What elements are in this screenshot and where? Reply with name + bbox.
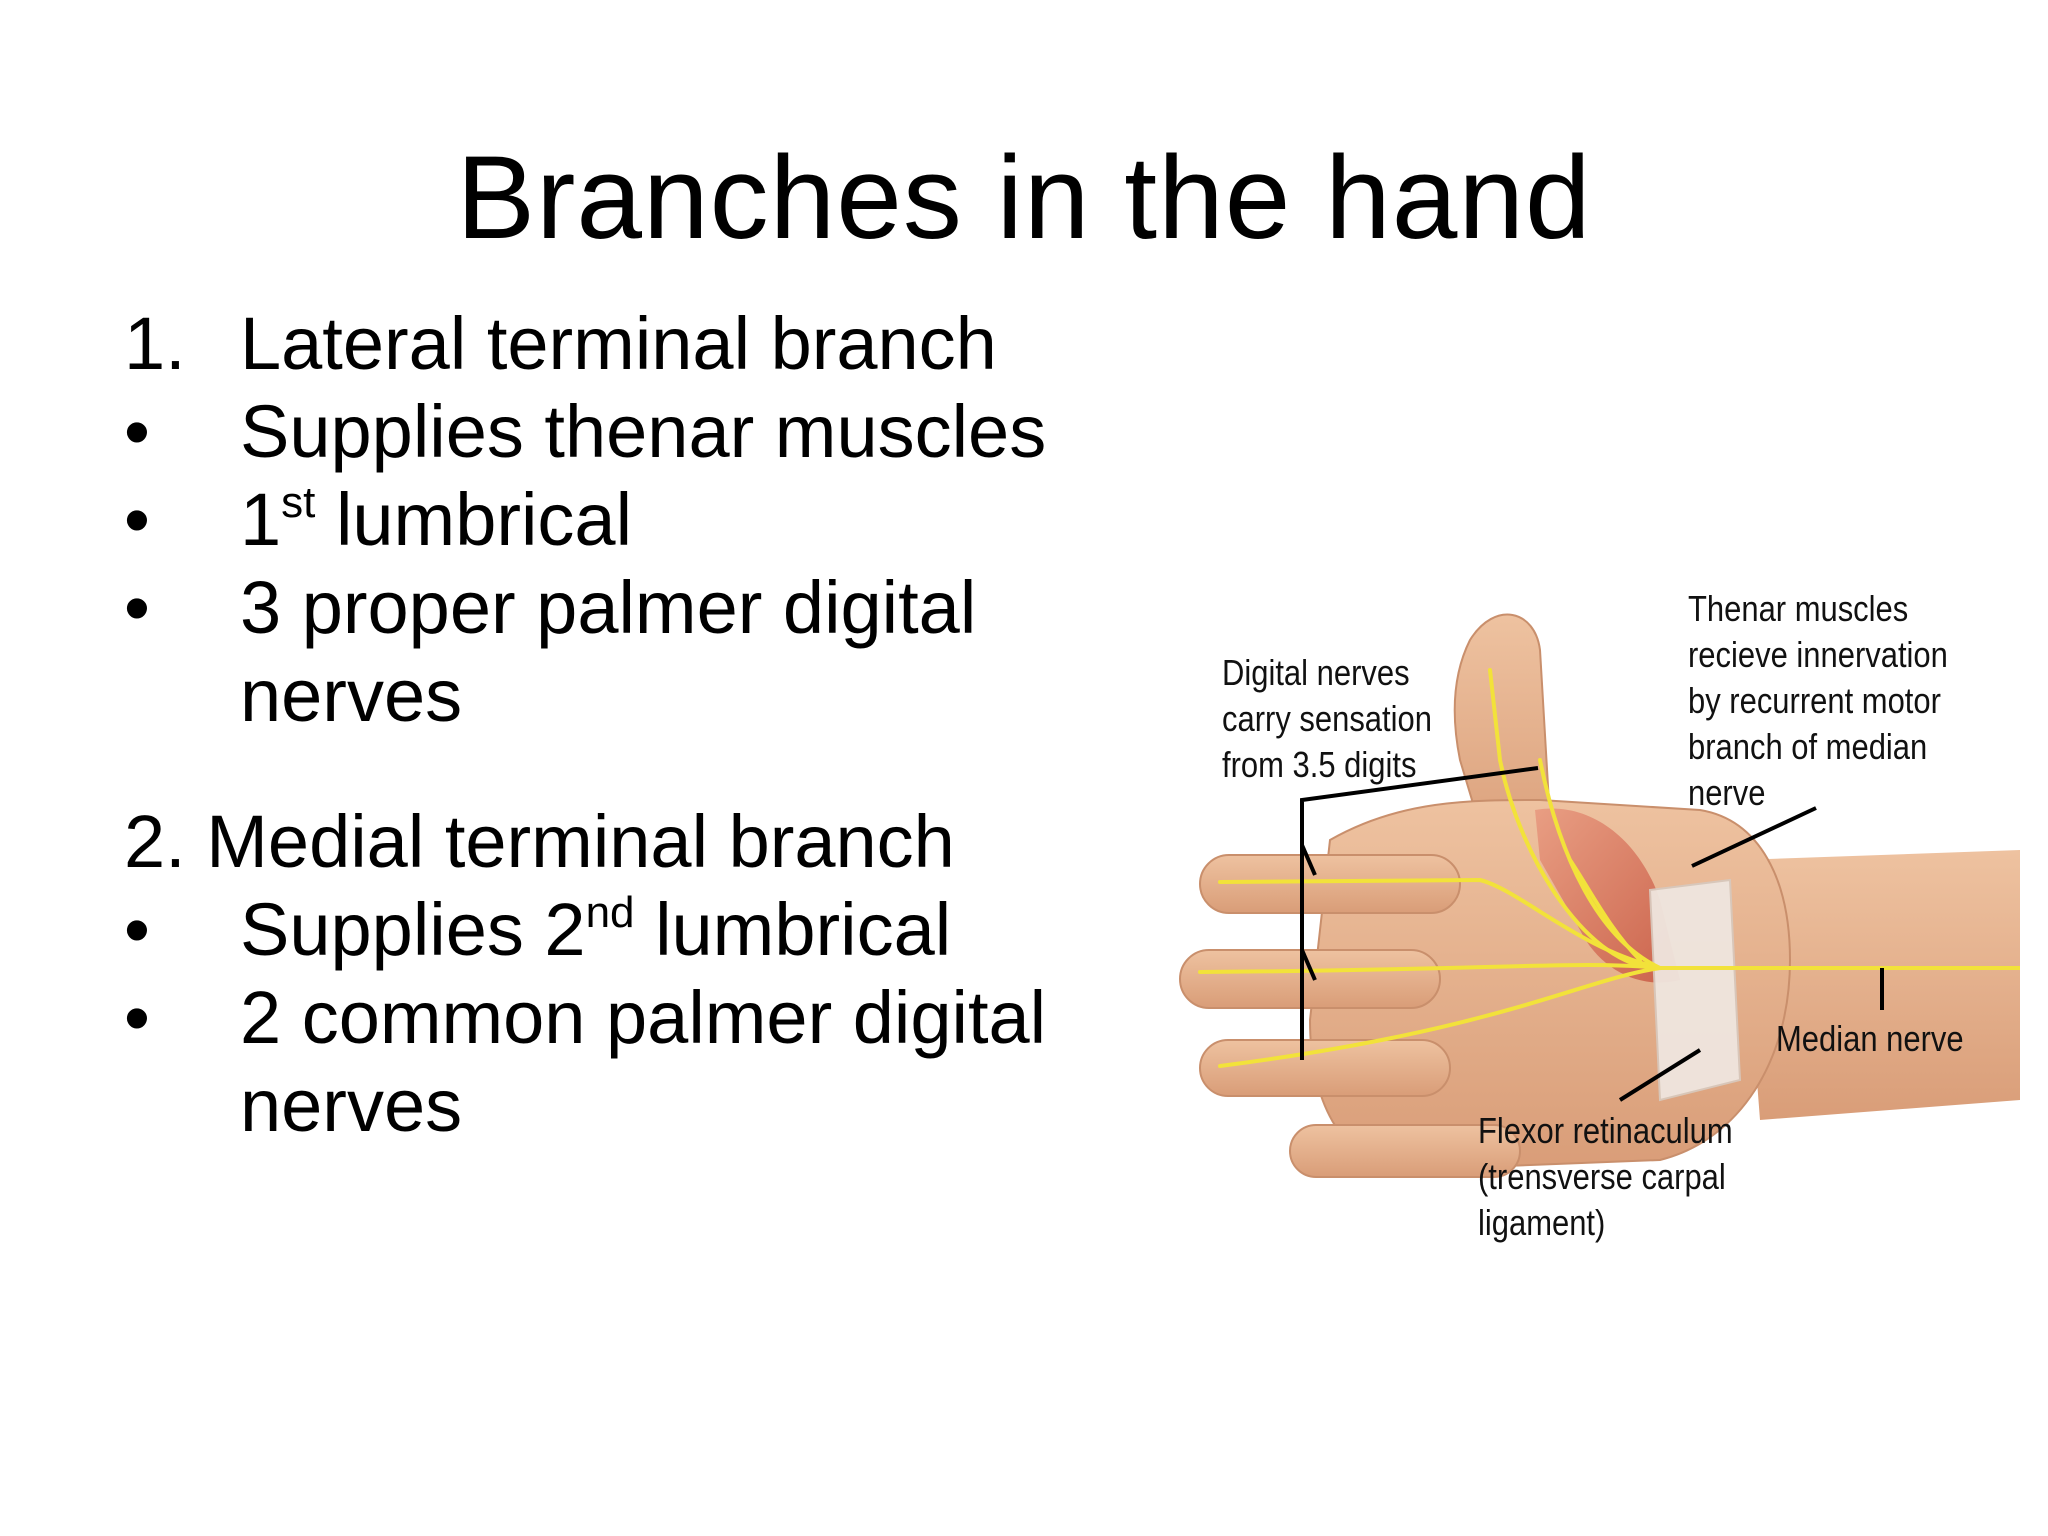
bullet-line-1: 2 common palmer digital xyxy=(240,976,1047,1059)
label-flexor-retinaculum: Flexor retinaculum (trensverse carpal li… xyxy=(1478,1110,1733,1243)
section1-heading: 1. Lateral terminal branch xyxy=(124,300,1154,388)
label-median-nerve: Median nerve xyxy=(1776,1018,1964,1059)
bullet-proper-digital: • 3 proper palmer digital nerves xyxy=(124,564,1154,740)
bullet-text: Supplies thenar muscles xyxy=(240,390,1047,473)
ordinal-suffix: nd xyxy=(585,888,635,937)
label-thenar-muscles: Thenar muscles recieve innervation by re… xyxy=(1688,588,1948,813)
bullet-marker: • xyxy=(124,390,150,473)
bullet-second-lumbrical: • Supplies 2nd lumbrical xyxy=(124,886,1154,974)
hand-anatomy-figure: Digital nerves carry sensation from 3.5 … xyxy=(1140,560,2022,1280)
bullet-marker: • xyxy=(124,976,150,1059)
section2-heading: 2. Medial terminal branch xyxy=(124,800,955,883)
bullet-marker: • xyxy=(124,888,150,971)
bullet-line-2: nerves xyxy=(240,1064,463,1147)
label-digital-nerves: Digital nerves carry sensation from 3.5 … xyxy=(1222,652,1432,785)
slide-title: Branches in the hand xyxy=(456,132,1592,264)
bullet-first-lumbrical: • 1st lumbrical xyxy=(124,476,1154,564)
section1-heading-text: Lateral terminal branch xyxy=(240,302,997,385)
bullet-marker: • xyxy=(124,566,150,649)
bullet-line-2: nerves xyxy=(240,654,463,737)
median-nerve-branches xyxy=(1198,668,2022,1068)
thenar-muscle-shape xyxy=(1535,808,1680,983)
bullet-common-digital: • 2 common palmer digital nerves xyxy=(124,974,1154,1150)
bullet-text-pre: Supplies 2 xyxy=(240,888,586,971)
bullet-line-1: 3 proper palmer digital xyxy=(240,566,977,649)
bullet-thenar: • Supplies thenar muscles xyxy=(124,388,1154,476)
hand-illustration xyxy=(1179,613,2022,1178)
little-finger-shape xyxy=(1289,1124,1521,1178)
flexor-retinaculum-shape xyxy=(1648,878,1742,1102)
index-finger-shape xyxy=(1199,854,1461,914)
bullet-text-post: lumbrical xyxy=(634,888,952,971)
leader-lines xyxy=(1300,766,1884,1102)
content-list: 1. Lateral terminal branch • Supplies th… xyxy=(124,300,1154,1150)
ordinal-suffix: st xyxy=(281,478,316,527)
numbered-marker: 1. xyxy=(124,302,186,385)
ring-finger-shape xyxy=(1199,1039,1451,1097)
bullet-text-pre: 1 xyxy=(240,478,282,561)
bullet-text-post: lumbrical xyxy=(315,478,633,561)
middle-finger-shape xyxy=(1179,949,1441,1009)
bullet-marker: • xyxy=(124,478,150,561)
